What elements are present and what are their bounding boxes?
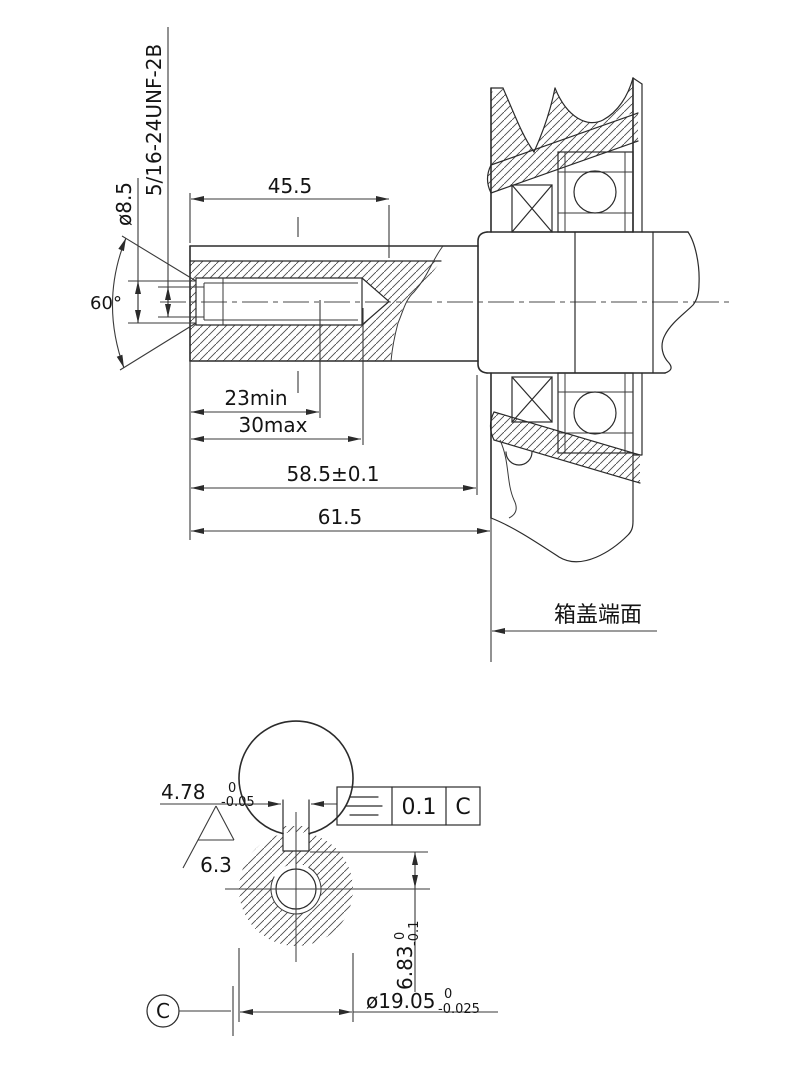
dim-shaft-dia-upper: 0 [444,987,452,1002]
housing-lower [489,372,643,563]
dim-keyway-width-lower: -0.05 [221,795,255,810]
bearing-ball [573,391,617,435]
end-section-view: 4.78 0 -0.05 6.3 0.1 C 6.83 0 [146,720,498,1036]
thread-callout: 5/16-24UNF-2B [142,44,166,196]
dim-30max: 30max [238,413,307,437]
dim-keyway-width-upper: 0 [228,781,236,796]
surface-roughness-value: 6.3 [200,853,232,877]
lower-seal-crosshatch [511,376,553,423]
dim-keyway-depth-lower: -0.1 [407,921,422,946]
upper-seal-crosshatch [511,184,553,233]
dim-45-5: 45.5 [268,174,313,198]
shaft-section-hatch [190,261,441,361]
shaft-break-line [661,231,700,374]
fcf-tolerance: 0.1 [402,795,437,820]
cover-face-note: 箱盖端面 [554,603,642,628]
shaft-outer-circle [238,720,354,835]
dim-61-5: 61.5 [318,505,363,529]
dim-keyway-depth-upper: 0 [393,932,408,940]
dim-shaft-dia: ø19.05 [366,989,436,1013]
datum-label: C [156,999,170,1023]
surface-roughness-icon: 6.3 [182,805,235,877]
dim-hole-dia: ø8.5 [112,182,136,226]
dim-keyway-width: 4.78 [161,780,206,804]
dim-58-5: 58.5±0.1 [286,462,379,486]
lower-ball-bearing [557,372,634,454]
dimensions-end-view: 4.78 0 -0.05 6.3 0.1 C 6.83 0 [146,780,498,1036]
fcf-datum: C [455,795,470,820]
dim-60deg: 60° [90,293,122,314]
symmetry-icon [345,796,383,816]
housing-upper [486,77,643,233]
datum-c-icon: C [146,986,234,1036]
thread-major-arc [270,866,322,915]
upper-ball-bearing [557,151,634,233]
feature-control-frame: 0.1 C [336,786,481,826]
dim-23min: 23min [224,386,287,410]
end-section-hatch [239,826,353,946]
dim-keyway-depth: 6.83 [393,945,417,990]
dim-shaft-dia-lower: -0.025 [438,1002,480,1017]
bearing-ball [573,170,617,214]
dimensions-top-view: 45.5 23min 30max 58.5±0.1 61.5 ø8.5 5/16 [90,27,657,634]
end-view-centerlines [225,812,430,962]
side-section-view: 45.5 23min 30max 58.5±0.1 61.5 ø8.5 5/16 [90,27,730,662]
